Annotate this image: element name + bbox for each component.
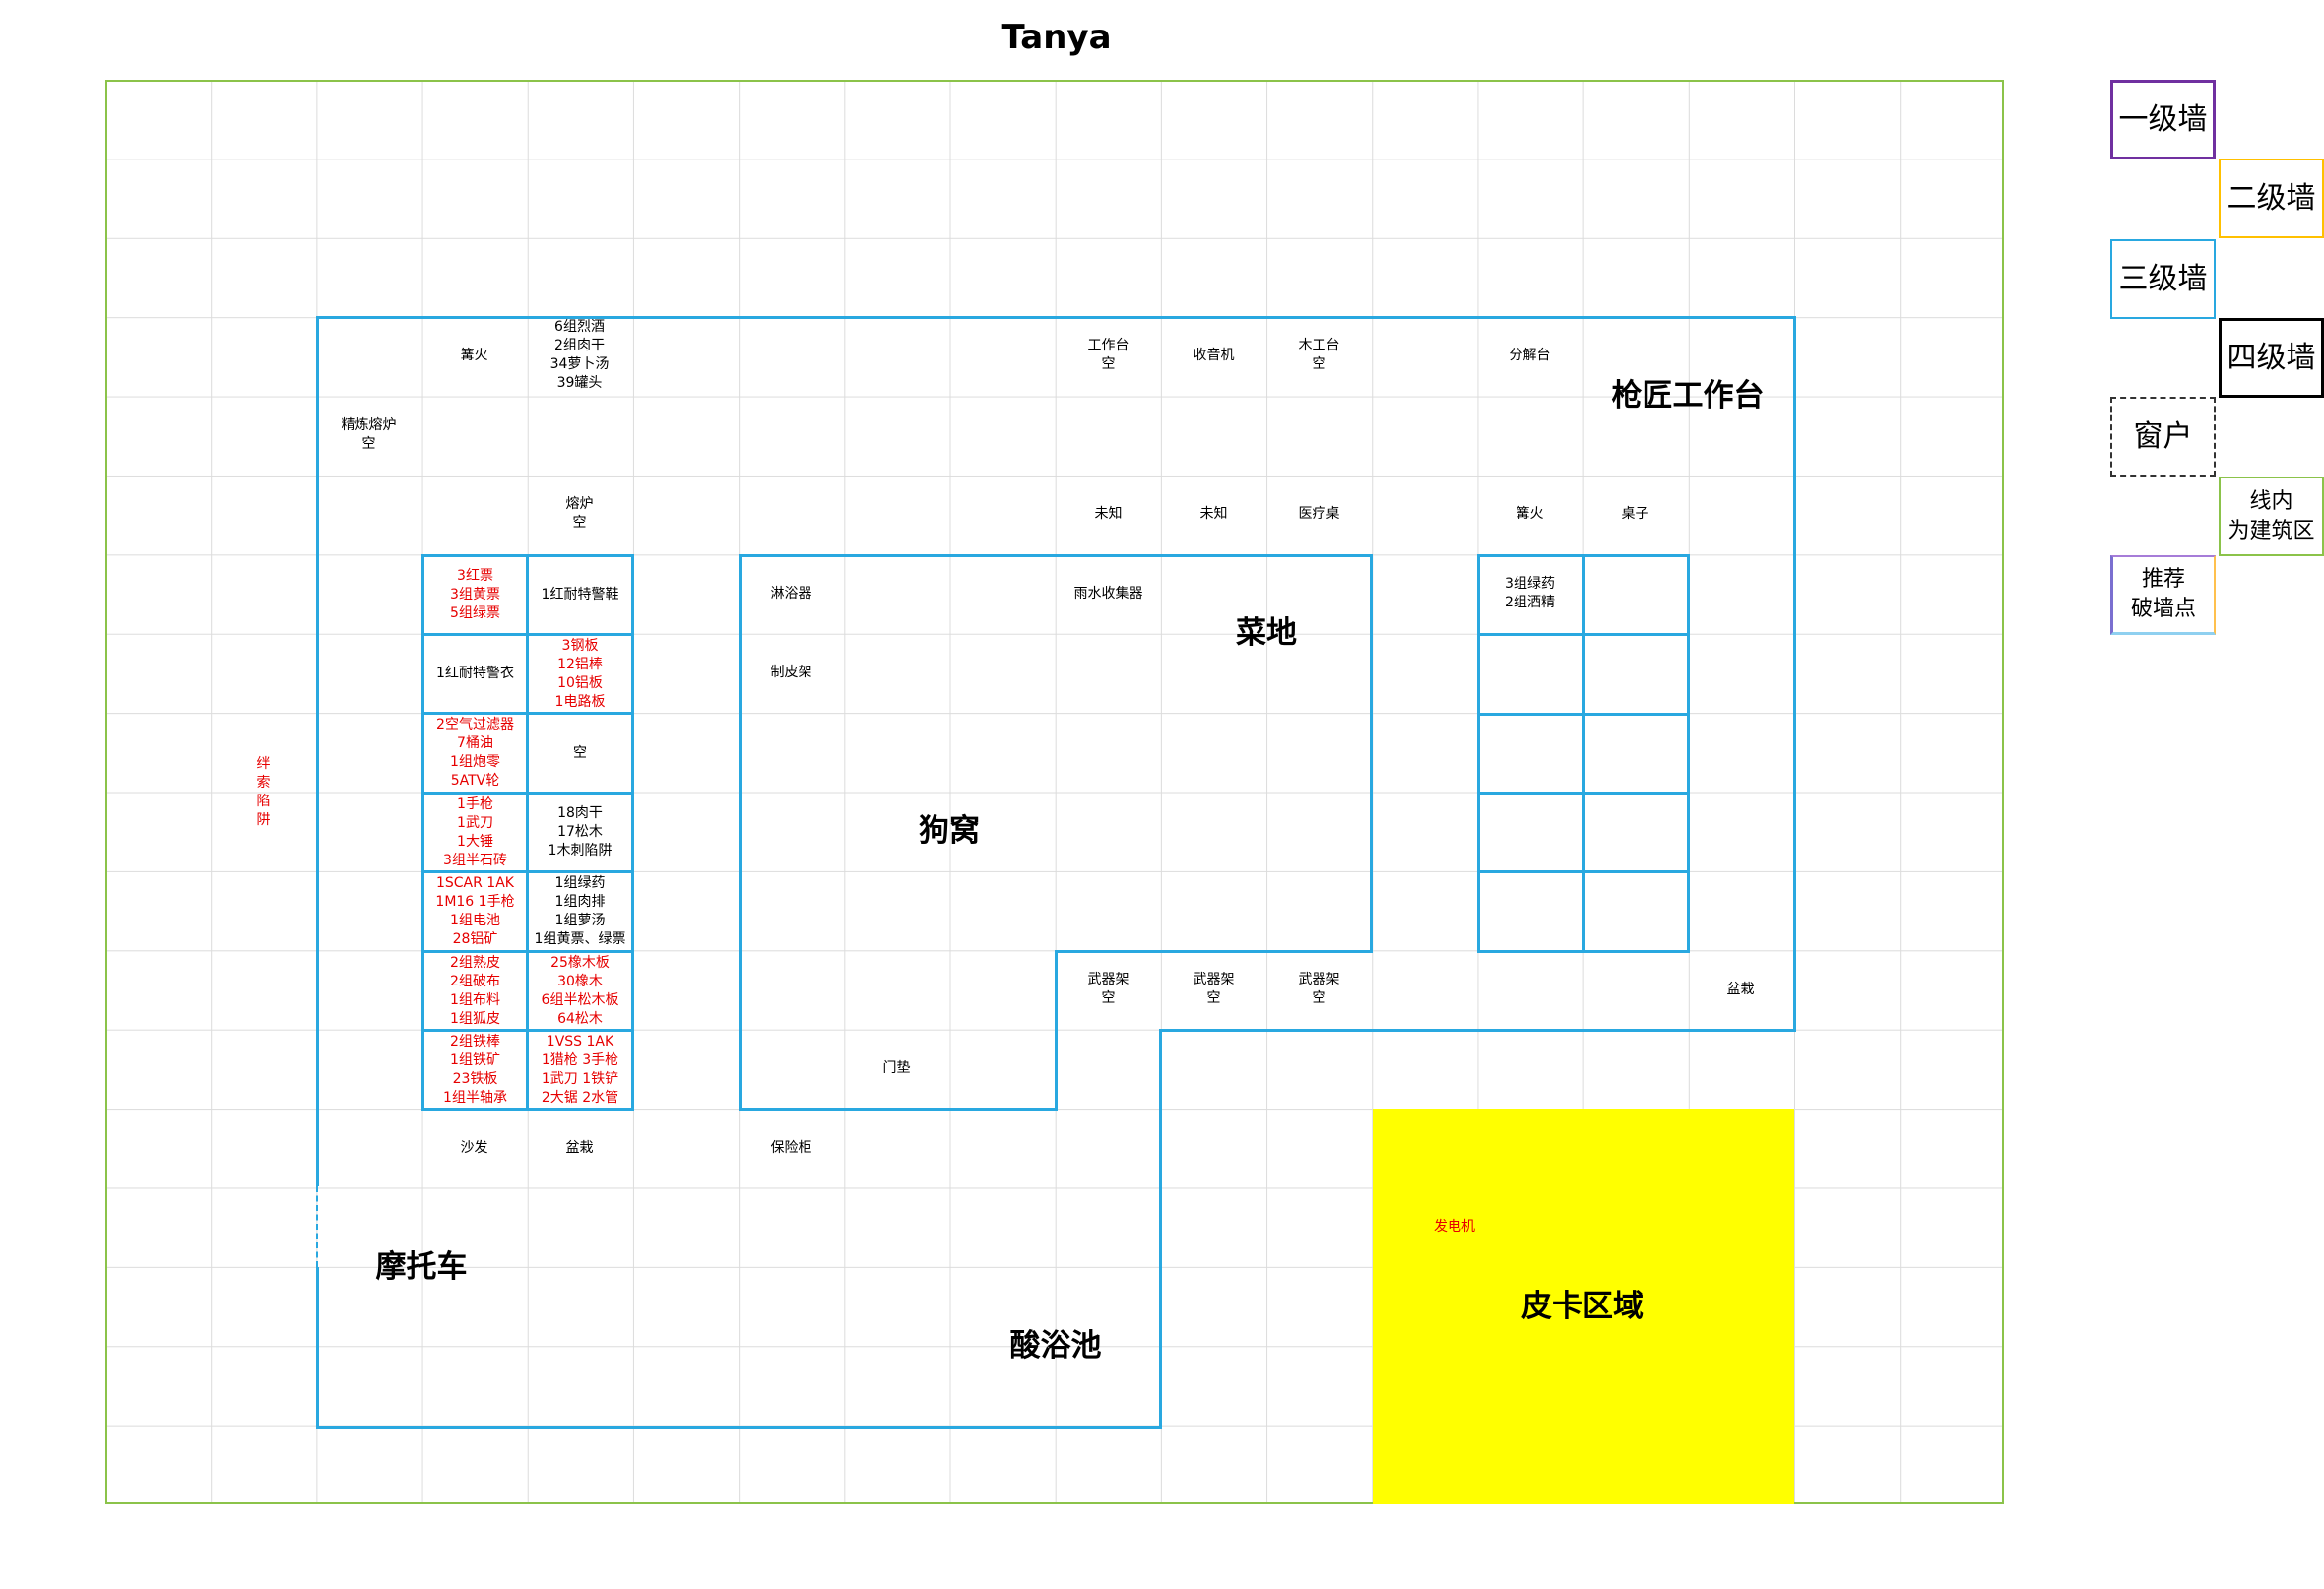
- acid-bath-area-label: 酸浴池: [1009, 1328, 1102, 1364]
- plant-label: 盆栽: [565, 1139, 594, 1156]
- outer-wall-left-lower: [316, 1267, 319, 1429]
- refinery-label: 精炼熔炉 空: [341, 417, 397, 452]
- shower-label: 淋浴器: [770, 585, 812, 602]
- storage-row-line: [421, 792, 634, 794]
- cabinet-row-line: [1477, 870, 1690, 873]
- outer-wall-right: [1793, 316, 1796, 1032]
- storage-row-line: [421, 1029, 634, 1032]
- food-stock-label: 6组烈酒 2组肉干 34萝卜汤 39罐头: [549, 319, 610, 391]
- storage-cell: 3红票 3组黄票 5组绿票: [450, 568, 500, 621]
- outer-wall-top: [316, 316, 1796, 319]
- meds-label: 3组绿药 2组酒精: [1505, 576, 1555, 610]
- storage-cell: 1组绿药 1组肉排 1组萝汤 1组黄票、绿票: [534, 875, 626, 947]
- storage-cell: 1红耐特警衣: [436, 666, 514, 681]
- cabinet-row-line: [1477, 633, 1690, 636]
- cabinet-divider: [1582, 554, 1585, 953]
- doormat-label: 门垫: [882, 1059, 911, 1076]
- pickup-area: [1373, 1109, 1794, 1504]
- outer-wall-left-upper: [316, 316, 319, 1186]
- generator-label: 发电机: [1434, 1218, 1475, 1235]
- storage-cell: 2组熟皮 2组破布 1组布料 1组狐皮: [450, 954, 500, 1027]
- disassembler-label: 分解台: [1509, 347, 1551, 363]
- storage-cell: 1VSS 1AK 1猎枪 3手枪 1武刀 1铁铲 2大锯 2水管: [541, 1033, 619, 1106]
- weapon-rack-label: 武器架 空: [1193, 972, 1235, 1006]
- cabinet-row-line: [1477, 713, 1690, 716]
- storage-cell: 空: [573, 744, 587, 761]
- storage-cell: 1SCAR 1AK 1M16 1手枪 1组电池 28铝矿: [435, 875, 515, 947]
- radio-label: 收音机: [1193, 347, 1235, 363]
- storage-cell: 1红耐特警鞋: [541, 587, 619, 603]
- legend-wall-level3: 三级墙: [2110, 239, 2216, 319]
- outer-wall-bottom: [316, 1426, 1162, 1429]
- unknown-label: 未知: [1094, 505, 1123, 522]
- kennel-wall-notch: [1055, 950, 1058, 1111]
- garden-area-label: 菜地: [1236, 615, 1297, 651]
- storage-row-line: [421, 950, 634, 953]
- furnace-label: 熔炉 空: [565, 496, 594, 531]
- kennel-area-label: 狗窝: [919, 813, 980, 849]
- outer-wall-inner-corner: [1159, 1029, 1162, 1429]
- storage-cell: 3钢板 12铝棒 10铝板 1电路板: [554, 637, 606, 710]
- weapon-rack-label: 武器架 空: [1087, 972, 1130, 1006]
- kennel-wall-left: [739, 554, 742, 1111]
- woodbench-label: 木工台 空: [1298, 338, 1340, 372]
- sofa-label: 沙发: [460, 1139, 488, 1156]
- motorcycle-area-label: 摩托车: [375, 1249, 468, 1285]
- legend-build-zone: 线内 为建筑区: [2219, 477, 2324, 556]
- outer-wall-step: [1159, 1029, 1796, 1032]
- legend-wall-level2: 二级墙: [2219, 159, 2324, 238]
- bonfire-label: 篝火: [1516, 505, 1544, 522]
- page-title: Tanya: [1001, 18, 1112, 57]
- legend-wall-level1: 一级墙: [2110, 80, 2216, 159]
- kennel-wall-right: [1370, 554, 1373, 953]
- safe-label: 保险柜: [770, 1139, 812, 1156]
- kennel-wall-bottom: [739, 1108, 1058, 1111]
- bonfire-label: 篝火: [460, 347, 488, 363]
- storage-cell: 18肉干 17松木 1木刺陷阱: [548, 805, 613, 858]
- legend-wall-level4: 四级墙: [2219, 318, 2324, 398]
- window-left: [316, 1186, 318, 1267]
- storage-row-line: [421, 870, 634, 873]
- workbench-label: 工作台 空: [1087, 338, 1130, 372]
- plant-label: 盆栽: [1726, 981, 1755, 997]
- cabinet-row-line: [1477, 792, 1690, 794]
- storage-cell: 2组铁棒 1组铁矿 23铁板 1组半轴承: [443, 1033, 507, 1106]
- kennel-wall-top: [739, 554, 1373, 557]
- gunsmith-area-label: 枪匠工作台: [1611, 378, 1765, 413]
- kennel-wall-step: [1055, 950, 1373, 953]
- storage-cell: 2空气过滤器 7桶油 1组炮零 5ATV轮: [436, 717, 514, 789]
- unknown-label: 未知: [1199, 505, 1228, 522]
- weapon-rack-label: 武器架 空: [1298, 972, 1340, 1006]
- tanning-rack-label: 制皮架: [770, 664, 812, 680]
- medtable-label: 医疗桌: [1298, 505, 1340, 522]
- legend-breach-point: 推荐 破墙点: [2110, 555, 2216, 635]
- storage-left-divider: [526, 554, 529, 1111]
- storage-row-line: [421, 633, 634, 636]
- legend-window: 窗户: [2110, 397, 2216, 477]
- rain-collector-label: 雨水收集器: [1073, 585, 1143, 602]
- tripwire-trap-label: 绊 索 陷 阱: [256, 755, 271, 828]
- storage-cell: 25橡木板 30橡木 6组半松木板 64松木: [541, 954, 619, 1027]
- storage-row-line: [421, 712, 634, 715]
- pickup-area-label: 皮卡区域: [1521, 1289, 1644, 1324]
- storage-cell: 1手枪 1武刀 1大锤 3组半石砖: [443, 795, 507, 868]
- table-label: 桌子: [1621, 505, 1649, 522]
